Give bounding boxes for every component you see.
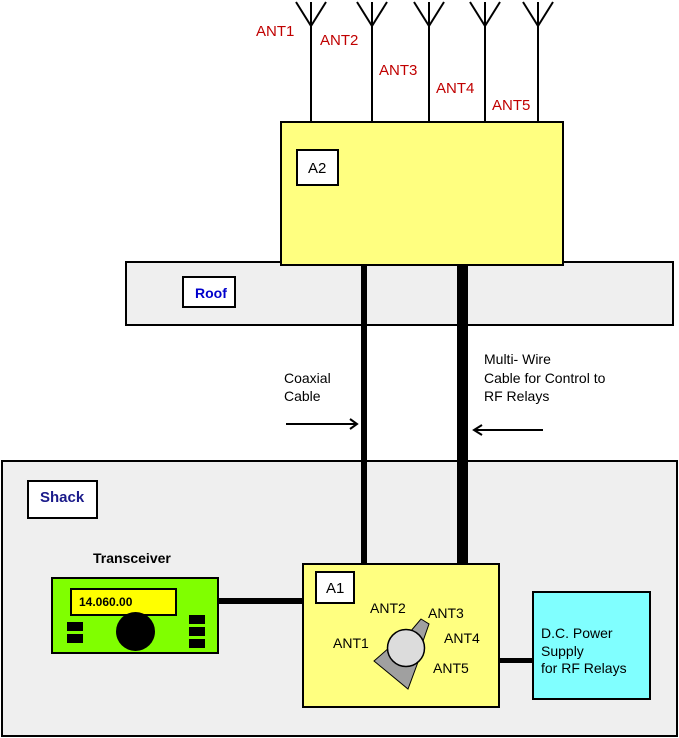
right-button-2[interactable] [189, 627, 205, 636]
switch-pos-ant5: ANT5 [433, 660, 469, 676]
multiwire-label-line2: Cable for Control to [484, 370, 606, 386]
switch-pos-ant2: ANT2 [370, 600, 406, 616]
antenna-3-label: ANT3 [379, 62, 418, 79]
multiwire-arrow-icon [472, 424, 543, 436]
power-supply-link [499, 658, 533, 663]
transceiver-coax-link [218, 598, 304, 604]
antenna-1-mast [295, 1, 327, 122]
power-supply-line3: for RF Relays [541, 660, 627, 676]
a2-label-box: A2 [296, 149, 339, 186]
frequency-readout: 14.060.00 [79, 595, 133, 609]
antenna-3-mast [413, 1, 445, 122]
coax-arrow-icon [286, 418, 359, 430]
antenna-2-label: ANT2 [320, 32, 359, 49]
right-button-1[interactable] [189, 615, 205, 624]
antenna-array [295, 1, 554, 122]
antenna-4-label: ANT4 [436, 80, 475, 97]
roof-label: Roof [195, 285, 227, 301]
right-button-3[interactable] [189, 639, 205, 648]
shack-label-box: Shack [27, 480, 98, 519]
shack-label: Shack [40, 489, 85, 506]
antenna-4-mast [469, 1, 501, 122]
tuning-knob[interactable] [116, 612, 155, 651]
antenna-5-mast [522, 1, 554, 122]
coaxial-cable [361, 264, 367, 565]
multiwire-label-line3: RF Relays [484, 388, 550, 404]
antenna-relay-box-a2 [280, 121, 564, 266]
switch-pos-ant4: ANT4 [444, 630, 480, 646]
a1-label: A1 [326, 580, 345, 597]
roof-label-box: Roof [182, 276, 236, 308]
left-button-2[interactable] [67, 634, 83, 643]
multiwire-label-line1: Multi- Wire [484, 351, 551, 367]
frequency-display: 14.060.00 [70, 588, 177, 616]
switch-pos-ant3: ANT3 [428, 605, 464, 621]
coax-label-line1: Coaxial [284, 370, 331, 386]
power-supply-line2: Supply [541, 643, 584, 659]
rotary-switch-icon[interactable] [360, 610, 440, 695]
antenna-2-mast [356, 1, 388, 122]
a2-label: A2 [308, 160, 327, 177]
antenna-1-label: ANT1 [256, 23, 295, 40]
coax-label-line2: Cable [284, 388, 321, 404]
left-button-1[interactable] [67, 622, 83, 631]
a1-label-box: A1 [315, 571, 355, 604]
multi-wire-cable [457, 264, 468, 565]
dc-power-supply: D.C. Power Supply for RF Relays [532, 591, 651, 700]
switch-pos-ant1: ANT1 [333, 635, 369, 651]
power-supply-line1: D.C. Power [541, 625, 613, 641]
transceiver-title: Transceiver [93, 550, 171, 566]
antenna-5-label: ANT5 [492, 97, 531, 114]
